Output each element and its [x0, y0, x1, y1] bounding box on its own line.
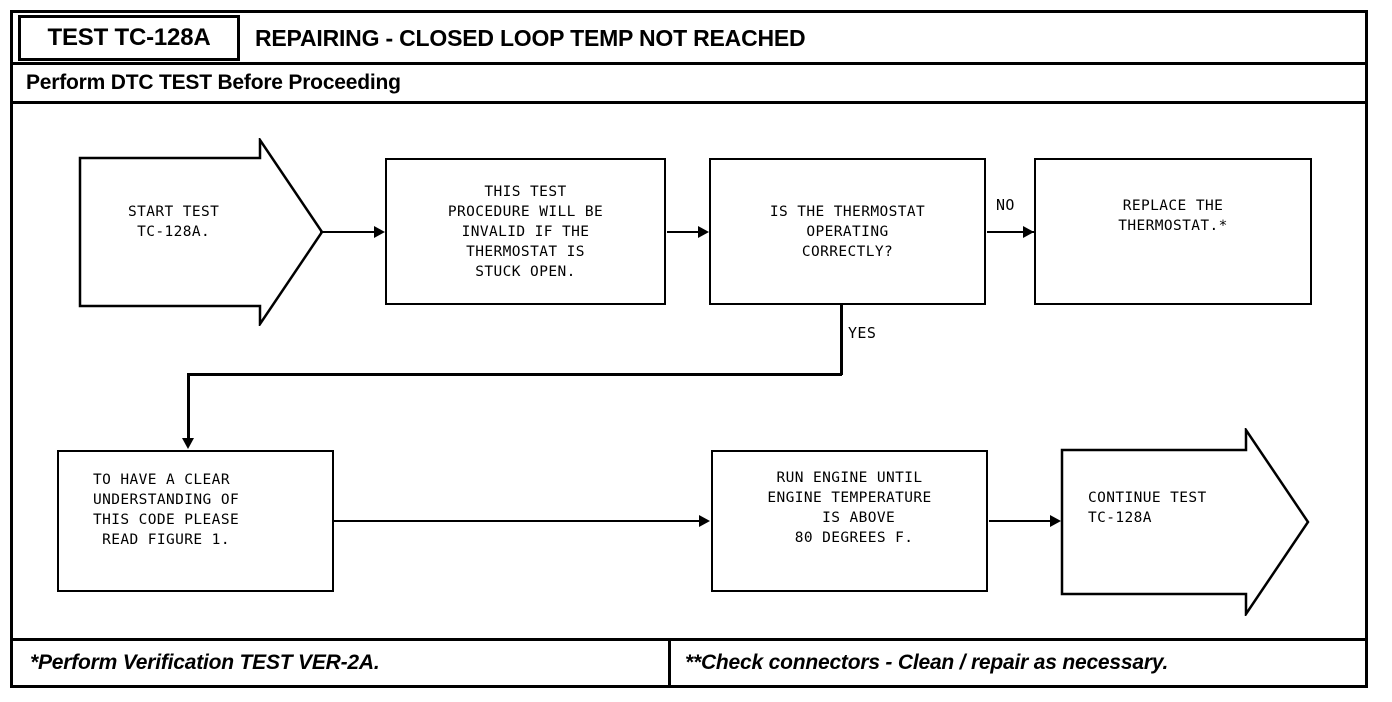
footer-note-left-label: *Perform Verification TEST VER-2A.	[30, 651, 380, 674]
edge-label-yes: YES	[848, 324, 877, 342]
arrowhead-run-to-continue	[1050, 515, 1061, 527]
flow-node-invalid-notice: THIS TEST PROCEDURE WILL BE INVALID IF T…	[385, 158, 666, 305]
flow-node-continue-label: CONTINUE TEST TC-128A	[1088, 490, 1207, 526]
footer-separator	[668, 641, 671, 685]
connector-invalid-to-question	[667, 231, 699, 233]
flow-node-start: START TEST TC-128A.	[78, 138, 324, 326]
arrowhead-question-to-replace	[1023, 226, 1034, 238]
connector-start-to-invalid	[320, 231, 375, 233]
flow-node-read-figure: TO HAVE A CLEAR UNDERSTANDING OF THIS CO…	[57, 450, 334, 592]
connector-question-to-replace	[987, 231, 1035, 233]
edge-label-no: NO	[996, 196, 1015, 214]
flow-node-replace-thermostat: REPLACE THE THERMOSTAT.*	[1034, 158, 1312, 305]
flow-node-run-engine: RUN ENGINE UNTIL ENGINE TEMPERATURE IS A…	[711, 450, 988, 592]
flow-node-continue: CONTINUE TEST TC-128A	[1060, 428, 1310, 616]
flow-node-replace-thermostat-label: REPLACE THE THERMOSTAT.*	[1118, 198, 1228, 234]
flow-node-read-figure-label: TO HAVE A CLEAR UNDERSTANDING OF THIS CO…	[93, 472, 240, 548]
header-divider-top	[13, 62, 1365, 65]
arrowhead-figure-to-run	[699, 515, 710, 527]
flow-node-thermostat-question-label: IS THE THERMOSTAT OPERATING CORRECTLY?	[769, 203, 926, 260]
outer-frame	[10, 10, 1368, 688]
footer-note-right-label: **Check connectors - Clean / repair as n…	[685, 651, 1169, 674]
footer-divider	[13, 638, 1365, 641]
connector-yes-segment-down	[840, 305, 843, 375]
arrowhead-invalid-to-question	[698, 226, 709, 238]
flow-node-run-engine-label: RUN ENGINE UNTIL ENGINE TEMPERATURE IS A…	[767, 470, 932, 546]
header-row-subtitle: Perform DTC TEST Before Proceeding	[13, 65, 1365, 101]
start-arrow-outline	[78, 138, 324, 326]
connector-yes-segment-left	[187, 373, 842, 376]
footer-note-right: **Check connectors - Clean / repair as n…	[685, 641, 1168, 685]
footer: *Perform Verification TEST VER-2A. **Che…	[13, 641, 1365, 685]
header-subtitle: Perform DTC TEST Before Proceeding	[26, 71, 401, 94]
connector-yes-segment-down2	[187, 373, 190, 439]
test-code-box: TEST TC-128A	[18, 15, 240, 61]
header-divider-bottom	[13, 101, 1365, 104]
page-title: REPAIRING - CLOSED LOOP TEMP NOT REACHED	[255, 24, 806, 51]
arrowhead-yes-into-figure	[182, 438, 194, 449]
test-code-label: TEST TC-128A	[47, 24, 211, 51]
header-row-primary: TEST TC-128A REPAIRING - CLOSED LOOP TEM…	[13, 13, 1365, 62]
flow-node-start-label: START TEST TC-128A.	[128, 204, 220, 240]
flow-node-thermostat-question: IS THE THERMOSTAT OPERATING CORRECTLY?	[709, 158, 986, 305]
connector-run-to-continue	[989, 520, 1051, 522]
footer-note-left: *Perform Verification TEST VER-2A.	[30, 641, 380, 685]
flow-node-invalid-notice-label: THIS TEST PROCEDURE WILL BE INVALID IF T…	[447, 183, 604, 280]
arrowhead-start-to-invalid	[374, 226, 385, 238]
header-title-cell: REPAIRING - CLOSED LOOP TEMP NOT REACHED	[255, 15, 806, 61]
connector-figure-to-run	[334, 520, 700, 522]
continue-arrow-outline	[1060, 428, 1310, 616]
